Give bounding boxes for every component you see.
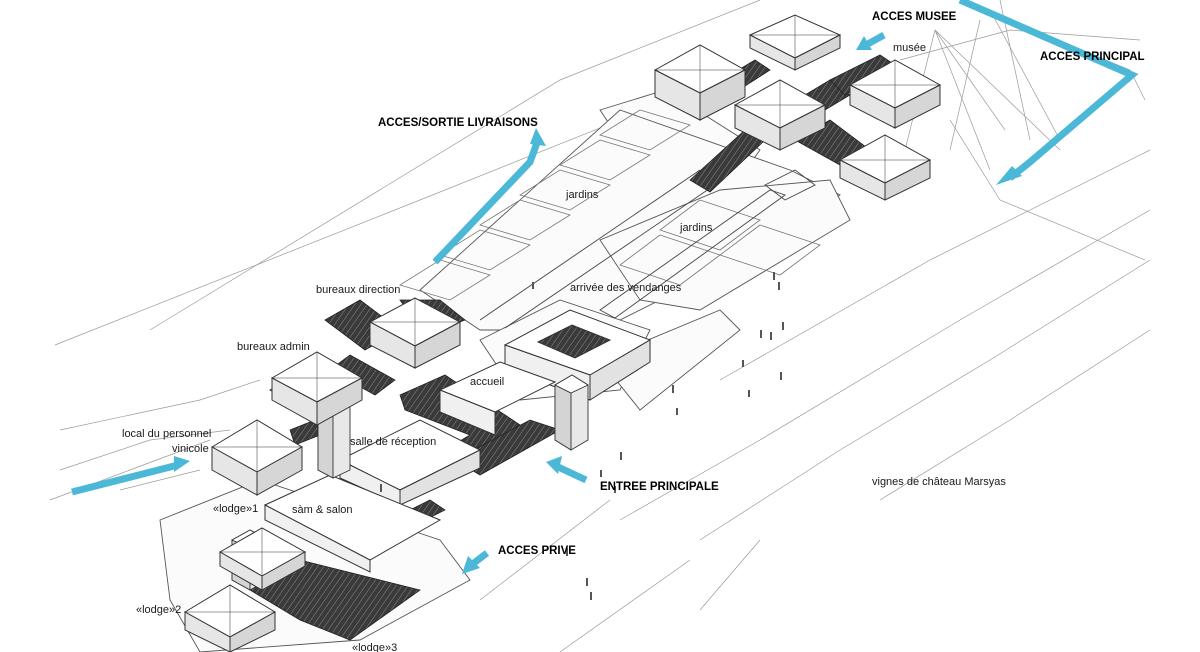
pavilion-bureaux-admin <box>270 351 364 426</box>
label-bureaux-direction: bureaux direction <box>316 284 401 296</box>
label-jardins-1: jardins <box>566 189 599 201</box>
arrow-entree-principale-line <box>554 462 588 484</box>
label-bureaux-admin: bureaux admin <box>237 341 310 353</box>
pavilion-top-2 <box>653 44 747 121</box>
people-figures <box>380 272 784 600</box>
pavilion-lodge-1 <box>211 419 303 496</box>
pavilion-top-4 <box>848 59 942 129</box>
pavilion-sam-salon <box>218 527 307 591</box>
arrow-acces-principal <box>958 0 1139 181</box>
label-entree-principale: ENTREE PRINCIPALE <box>600 481 719 493</box>
label-vinicole: vinicole <box>172 443 209 455</box>
label-salle-reception: salle de réception <box>350 436 437 448</box>
label-accueil: accueil <box>470 376 505 388</box>
pyramid-pavilions <box>184 14 942 652</box>
flat-buildings <box>263 309 652 573</box>
pool <box>479 169 816 329</box>
arrow-livraisons-line <box>432 138 542 265</box>
label-lodge-1: «lodge»1 <box>213 503 259 515</box>
arrow-acces-musee-line <box>864 31 886 49</box>
label-local-personnel: local du personnel <box>122 428 212 440</box>
access-arrows <box>71 0 1139 569</box>
label-acces-sortie-livraisons: ACCES/SORTIE LIVRAISONS <box>378 117 538 129</box>
label-vignes: vignes de château Marsyas <box>872 476 1006 488</box>
pavilion-top-3 <box>733 79 827 151</box>
pavilion-top-1 <box>748 14 842 71</box>
label-jardins-2: jardins <box>680 222 713 234</box>
pavilion-lodge-2 <box>184 584 276 652</box>
label-lodge-2: «lodge»2 <box>136 604 182 616</box>
arrow-local-personnel-line <box>71 461 179 496</box>
label-acces-prive: ACCES PRIVE <box>498 545 576 557</box>
label-acces-musee: ACCES MUSEE <box>872 11 957 23</box>
pavilion-top-5 <box>838 134 932 201</box>
label-lodge-3: «lodge»3 <box>352 642 398 652</box>
pavilion-bureaux-direction <box>368 297 462 369</box>
label-musee: musée <box>893 42 927 54</box>
label-arrivee-vendanges: arrivée des vendanges <box>570 282 682 294</box>
label-acces-principal: ACCES PRINCIPAL <box>1040 51 1145 63</box>
arrow-heads <box>174 36 1022 574</box>
label-sam-salon: sàm & salon <box>292 504 353 516</box>
